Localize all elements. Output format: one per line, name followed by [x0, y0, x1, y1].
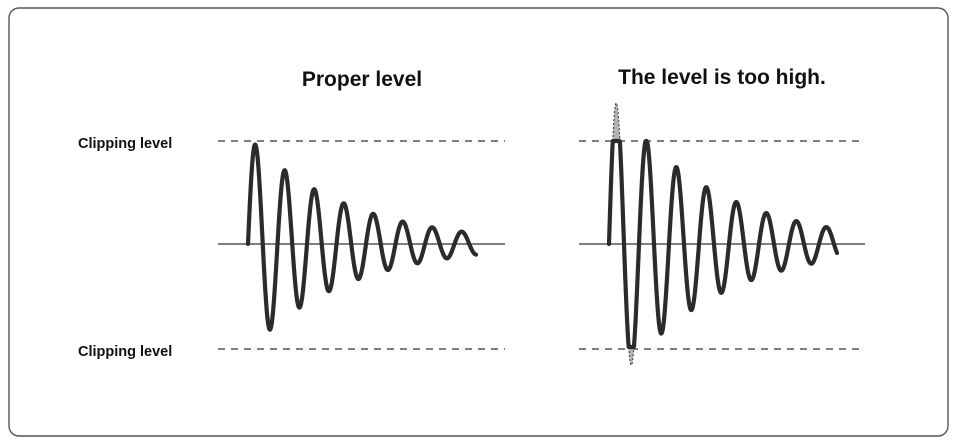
clipping-level-label-bottom: Clipping level: [78, 344, 172, 360]
clipped-peak-bottom: [628, 346, 635, 366]
clipped-waveform: [606, 138, 840, 350]
panel-title-level-too-high: The level is too high.: [618, 66, 826, 89]
proper-level-waveform: [245, 142, 479, 332]
panel-title-proper-level: Proper level: [302, 68, 422, 91]
diagram-frame: [8, 7, 949, 437]
clipping-level-label-top: Clipping level: [78, 136, 172, 152]
clipped-peak-top: [612, 102, 621, 142]
